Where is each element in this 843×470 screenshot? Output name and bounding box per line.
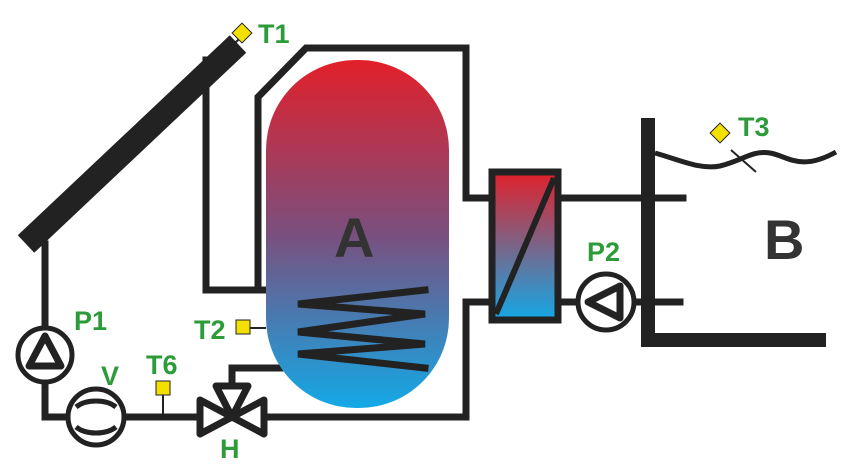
- label-p1: P1: [74, 306, 107, 336]
- label-p2: P2: [587, 237, 620, 267]
- heating-coil: [297, 286, 429, 372]
- label-t2: T2: [194, 315, 226, 345]
- sensor-t3-icon: [709, 122, 731, 144]
- label-t6: T6: [146, 350, 178, 380]
- storage-tank: [266, 60, 449, 408]
- heat-exchanger: [488, 168, 562, 324]
- label-t3: T3: [738, 112, 770, 142]
- label-a: A: [334, 206, 374, 269]
- pool-basin: [641, 118, 838, 347]
- three-way-valve-icon: [196, 382, 268, 438]
- label-h: H: [220, 434, 240, 464]
- collector-circuit-pipes: [41, 56, 496, 421]
- pump-p2-icon: [575, 271, 637, 333]
- sensor-t2-icon: [235, 319, 266, 335]
- label-v: V: [101, 361, 119, 391]
- sensor-t6-icon: [155, 380, 171, 417]
- pump-p1-icon: [15, 325, 75, 385]
- label-b: B: [764, 208, 804, 271]
- sensor-t1-icon: [231, 22, 253, 47]
- label-t1: T1: [258, 19, 290, 49]
- flow-meter-icon: [65, 386, 127, 448]
